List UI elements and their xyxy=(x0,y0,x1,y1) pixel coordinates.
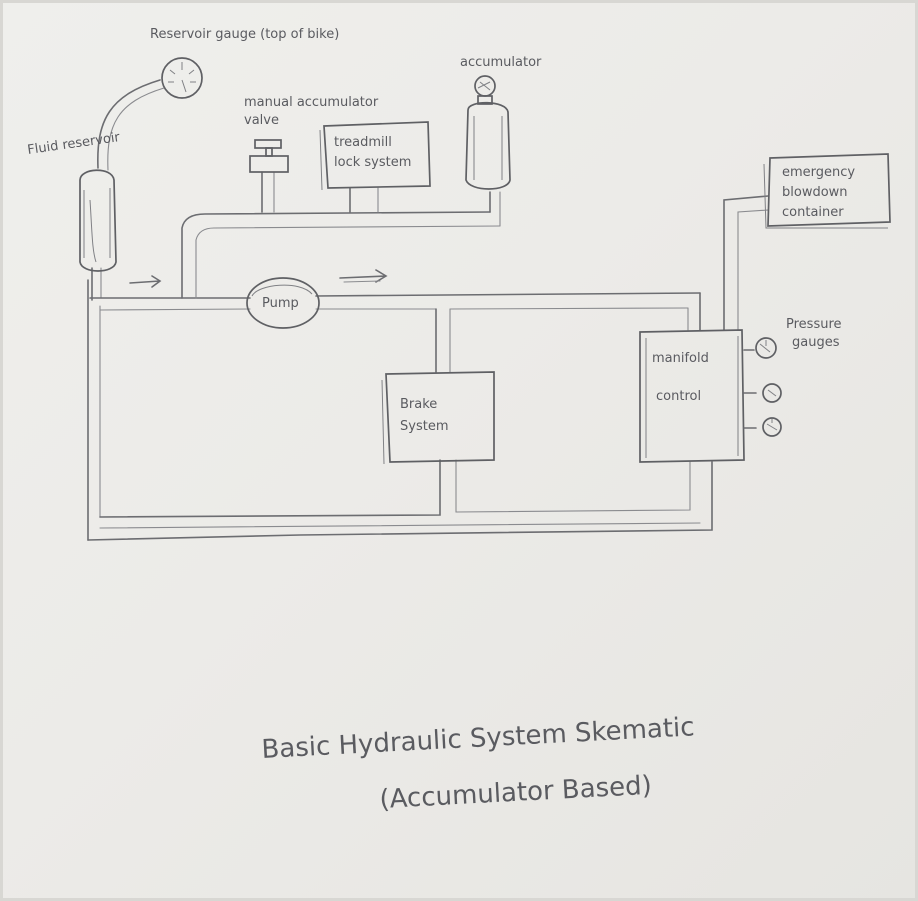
treadmill-label-2: lock system xyxy=(334,155,411,170)
accumulator-label: accumulator xyxy=(460,55,542,70)
brake-system-box xyxy=(382,372,494,464)
emergency-label-2: blowdown xyxy=(782,185,848,200)
accumulator-icon xyxy=(466,76,510,189)
flow-arrow-1 xyxy=(130,276,160,287)
manifold-label-1: manifold xyxy=(652,351,709,366)
pump-label: Pump xyxy=(262,296,299,311)
emergency-label-3: container xyxy=(782,205,844,220)
emergency-label-1: emergency xyxy=(782,165,855,180)
fluid-reservoir-icon xyxy=(80,170,116,271)
pipe-bottom-outer xyxy=(88,462,712,540)
pressure-label-1: Pressure xyxy=(786,317,842,332)
pressure-gauges-icon xyxy=(744,338,781,436)
manual-valve-icon xyxy=(250,140,288,172)
brake-label-1: Brake xyxy=(400,397,437,412)
pipe-upper-line xyxy=(182,212,490,298)
pressure-label-2: gauges xyxy=(792,335,840,350)
treadmill-label-1: treadmill xyxy=(334,135,392,150)
reservoir-gauge-label: Reservoir gauge (top of bike) xyxy=(150,27,339,42)
pipe-emergency xyxy=(724,196,768,330)
title-line-2: (Accumulator Based) xyxy=(379,771,653,815)
brake-label-2: System xyxy=(400,419,448,434)
fluid-reservoir-label: Fluid reservoir xyxy=(26,130,121,158)
reservoir-gauge-icon xyxy=(162,58,202,98)
manifold-label-2: control xyxy=(656,389,701,404)
flow-arrow-2 xyxy=(340,270,386,282)
manual-valve-label-2: valve xyxy=(244,113,279,128)
title-line-1: Basic Hydraulic System Skematic xyxy=(261,712,695,765)
pipe-bottom-inner xyxy=(100,460,440,517)
manual-valve-label-1: manual accumulator xyxy=(244,95,379,110)
